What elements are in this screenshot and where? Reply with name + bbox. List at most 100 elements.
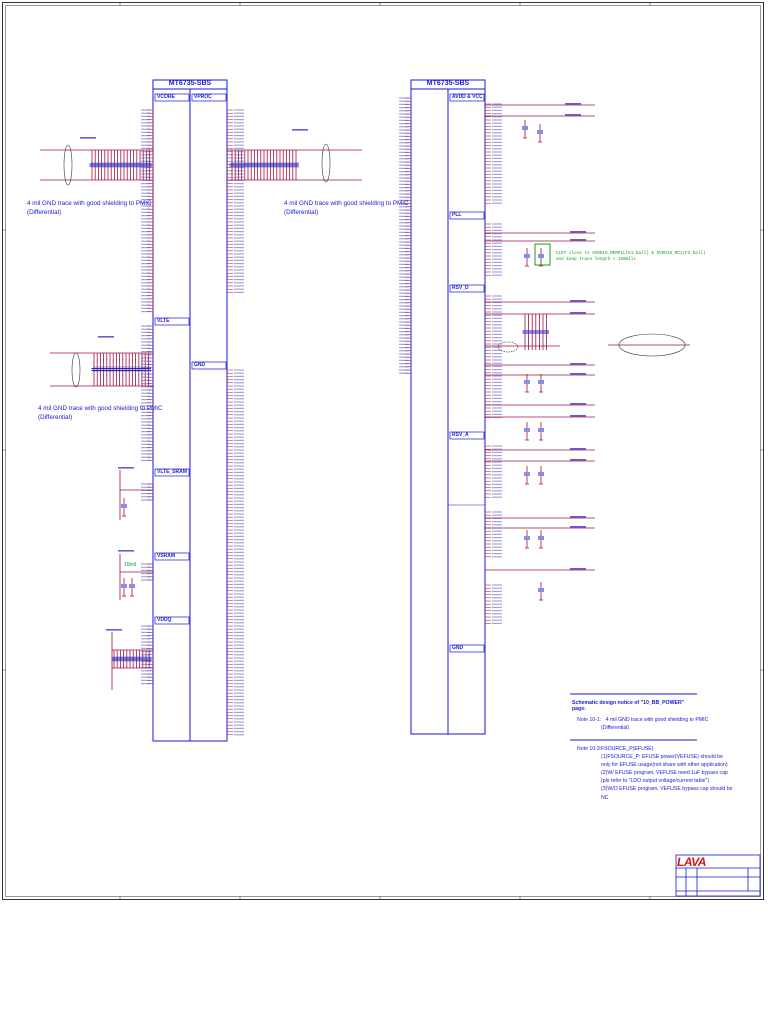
net-label bbox=[106, 629, 122, 631]
pin-label-mark bbox=[141, 341, 151, 343]
pin-label-mark bbox=[492, 401, 502, 403]
cap-bank-fill bbox=[91, 162, 151, 168]
right-chip-title: MT6735-SBS bbox=[426, 80, 470, 87]
pin-label-mark bbox=[234, 644, 244, 646]
pin-label-mark bbox=[492, 451, 502, 453]
pin-label-mark bbox=[234, 404, 244, 406]
net-label bbox=[565, 114, 581, 116]
pin-label-mark bbox=[399, 180, 409, 182]
pin-label-mark bbox=[492, 533, 502, 535]
pin-label-mark bbox=[492, 340, 502, 342]
pin-label-mark bbox=[492, 268, 502, 270]
pin-label-mark bbox=[141, 173, 151, 175]
pin-label-mark bbox=[234, 631, 244, 633]
pin-label-mark bbox=[141, 395, 151, 397]
pin-label-mark bbox=[492, 148, 502, 150]
section-vlte: VLTE bbox=[157, 318, 170, 324]
pin-label-mark bbox=[234, 625, 244, 627]
pin-label-mark bbox=[234, 699, 244, 701]
pin-label-mark bbox=[234, 163, 244, 165]
pin-label-mark bbox=[141, 566, 151, 568]
pin-label-mark bbox=[141, 119, 151, 121]
section-vddq: VDDQ bbox=[157, 617, 172, 623]
pin-label-mark bbox=[141, 266, 151, 268]
pin-label-mark bbox=[492, 483, 502, 485]
pin-label-mark bbox=[399, 350, 409, 352]
pin-label-mark bbox=[492, 487, 502, 489]
pin-label-mark bbox=[399, 97, 409, 99]
pin-label-mark bbox=[141, 415, 151, 417]
pin-label-mark bbox=[141, 408, 151, 410]
pin-label-mark bbox=[492, 372, 502, 374]
pin-label-mark bbox=[234, 596, 244, 598]
pin-label-mark bbox=[492, 458, 502, 460]
pin-label-mark bbox=[234, 263, 244, 265]
pin-label-mark bbox=[141, 647, 151, 649]
pin-label-mark bbox=[141, 376, 151, 378]
pin-label-mark bbox=[141, 269, 151, 271]
pin-label-mark bbox=[492, 378, 502, 380]
pin-label-mark bbox=[234, 497, 244, 499]
pin-label-mark bbox=[492, 490, 502, 492]
pin-label-mark bbox=[234, 574, 244, 576]
pin-label-mark bbox=[234, 109, 244, 111]
pin-label-mark bbox=[399, 158, 409, 160]
pin-label-mark bbox=[399, 219, 409, 221]
pin-label-mark bbox=[234, 192, 244, 194]
pin-label-mark bbox=[234, 388, 244, 390]
pin-label-mark bbox=[234, 718, 244, 720]
pin-label-mark bbox=[234, 452, 244, 454]
pin-label-mark bbox=[492, 324, 502, 326]
pin-label-mark bbox=[492, 553, 502, 555]
pin-label-mark bbox=[492, 258, 502, 260]
clkt-note-line1: CLKT close to AVDD18_MEMPLL(K1 ball) & D… bbox=[556, 251, 706, 256]
pin-label-mark bbox=[399, 318, 409, 320]
pin-label-mark bbox=[234, 702, 244, 704]
pin-label-mark bbox=[234, 615, 244, 617]
pin-label-mark bbox=[399, 132, 409, 134]
pin-label-mark bbox=[234, 705, 244, 707]
pin-label-mark bbox=[141, 328, 151, 330]
pin-label-mark bbox=[234, 183, 244, 185]
pin-label-mark bbox=[234, 599, 244, 601]
pin-label-mark bbox=[234, 369, 244, 371]
pin-label-mark bbox=[492, 164, 502, 166]
pin-label-mark bbox=[234, 240, 244, 242]
pin-label-mark bbox=[399, 337, 409, 339]
pin-label-mark bbox=[492, 177, 502, 179]
pin-label-mark bbox=[141, 489, 151, 491]
pin-label-mark bbox=[141, 347, 151, 349]
pin-label-mark bbox=[234, 154, 244, 156]
pin-label-mark bbox=[234, 663, 244, 665]
pin-label-mark bbox=[234, 715, 244, 717]
trace-note-1-line2: (Differential) bbox=[27, 208, 62, 216]
pin-label-mark bbox=[399, 324, 409, 326]
pin-label-mark bbox=[234, 170, 244, 172]
pin-label-mark bbox=[492, 109, 502, 111]
pin-label-mark bbox=[234, 423, 244, 425]
pin-label-mark bbox=[492, 477, 502, 479]
pin-label-mark bbox=[492, 594, 502, 596]
note3-line: FSOURCE_P(EFUSE) bbox=[601, 746, 654, 752]
pin-label-mark bbox=[399, 315, 409, 317]
note3-line: (2)W/ EFUSE program, VEFUSE need 1uF byp… bbox=[601, 770, 728, 777]
pin-label-mark bbox=[141, 250, 151, 252]
pin-label-mark bbox=[234, 199, 244, 201]
notice-title: Schematic design notice of "10_BB_POWER" bbox=[572, 700, 685, 706]
pin-label-mark bbox=[234, 657, 244, 659]
pin-label-mark bbox=[492, 584, 502, 586]
pin-label-mark bbox=[492, 407, 502, 409]
pin-label-mark bbox=[399, 283, 409, 285]
pin-label-mark bbox=[234, 157, 244, 159]
capacitor-arrays bbox=[89, 126, 550, 662]
pin-label-mark bbox=[141, 135, 151, 137]
pin-label-mark bbox=[399, 359, 409, 361]
pin-label-mark bbox=[492, 193, 502, 195]
pin-label-mark bbox=[234, 711, 244, 713]
pin-label-mark bbox=[492, 145, 502, 147]
pin-label-mark bbox=[141, 579, 151, 581]
pin-label-mark bbox=[399, 139, 409, 141]
pin-label-mark bbox=[141, 192, 151, 194]
pin-label-mark bbox=[141, 434, 151, 436]
design-notice: Schematic design notice of "10_BB_POWER"… bbox=[572, 700, 684, 714]
